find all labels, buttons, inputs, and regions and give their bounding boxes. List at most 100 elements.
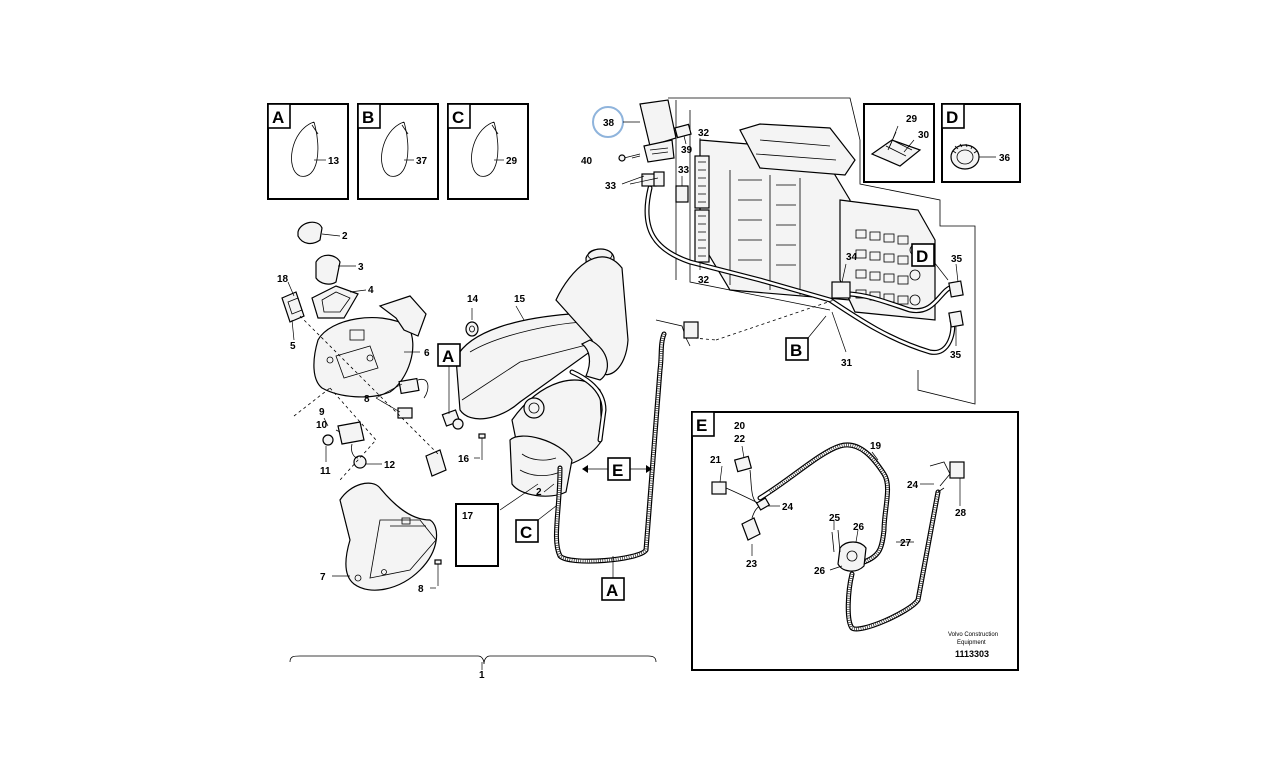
connector-35 [948,310,964,328]
part-number-labels: 38 40 39 32 33 33 32 34 35 35 31 2 3 4 1… [277,118,967,681]
part-number: 16 [458,454,470,465]
part-number: 4 [368,285,374,296]
part-number: 14 [467,294,479,305]
svg-text:A: A [442,347,454,366]
part-number: 18 [277,274,289,285]
part-number: 30 [918,130,930,141]
part-number: 10 [316,420,328,431]
switch-10 [337,421,365,445]
part-number: 26 [814,566,826,577]
part-number: 33 [605,181,617,192]
callout-a-lower: A [601,556,625,601]
callout-c: C [515,505,557,543]
part-number: 35 [951,254,963,265]
part-number: 8 [364,394,370,405]
part-number: 39 [681,145,693,156]
svg-text:E: E [612,461,623,480]
legend-box-c-letter: C [452,108,464,127]
part-number: 2 [342,231,348,242]
part-number: 11 [320,466,331,477]
part-number: 32 [698,128,710,139]
connector-28 [949,461,965,479]
detail-e-letter: E [696,416,707,435]
part-number: 28 [955,508,967,519]
part-number: 36 [999,153,1011,164]
svg-text:C: C [520,523,532,542]
legend-box-b: B 37 [357,103,439,200]
part-number: 13 [328,156,340,167]
part-number: 21 [710,455,722,466]
component-17 [455,503,499,567]
lower-cover-7 [339,482,438,591]
brand-line-1: Volvo Construction [948,632,998,638]
legend-box-d: D 36 [941,103,1021,183]
callout-e: E [582,457,652,481]
part-number: 35 [950,350,962,361]
document-number: 1113303 [955,649,989,659]
assembly-brace-1 [289,655,657,665]
part-number: 40 [581,156,593,167]
part-number: 29 [506,156,518,167]
part-number: 34 [846,252,858,263]
part-number: 3 [358,262,364,273]
callout-d: D [911,243,949,281]
nut-14 [465,321,479,337]
part-number: 33 [678,165,690,176]
svg-text:D: D [916,247,928,266]
connector-39 [674,123,692,139]
screw-16 [478,433,486,460]
control-unit-assembly [618,97,976,405]
knob-2 [297,221,323,245]
legend-box-c: C 29 [447,103,529,200]
part-number: 38 [603,118,615,129]
part-number: 29 [906,114,918,125]
screw-40 [618,153,641,162]
connector-33 [641,171,689,203]
harness-connector-32 [694,155,710,263]
part-number: 27 [900,538,912,549]
legend-box-d-letter: D [946,108,958,127]
part-number: 8 [418,584,424,595]
cable-a [553,319,699,564]
part-number: 7 [320,572,326,583]
leader-lines [287,135,961,670]
brand-line-2: Equipment [957,640,986,646]
legend-box-a: A 13 [267,103,349,200]
part-number: 37 [416,156,428,167]
connector-21 [711,481,727,495]
part-number: 12 [384,460,396,471]
callout-b: B [785,315,827,361]
connector-26 [837,541,867,572]
part-number: 23 [746,559,758,570]
svg-text:B: B [790,341,802,360]
bezel-4 [311,285,359,319]
part-number: 1 [479,670,485,681]
svg-text:A: A [606,581,618,600]
ring-12 [353,455,367,469]
part-number: 19 [870,441,882,452]
part-number: 20 [734,421,746,432]
legend-box-b-letter: B [362,108,374,127]
part-number: 26 [853,522,865,533]
part-number: 6 [424,348,430,359]
legend-box-a-letter: A [272,108,284,127]
part-number: 2 [536,487,542,498]
part-number: 22 [734,434,746,445]
connector-a-end [683,321,699,339]
part-number: 31 [841,358,853,369]
part-number: 15 [514,294,526,305]
part-number: 9 [319,407,325,418]
highlight-part-38[interactable] [592,106,640,138]
connector-35 [948,280,964,298]
left-control-panel [281,221,447,591]
connector-20-22 [733,455,753,473]
detail-e-panel: E Volvo Construction Equipment 1113303 [691,411,1019,671]
knob-11 [322,434,334,446]
module-38 [639,99,677,163]
part-number: 25 [829,513,841,524]
connector-34 [831,281,851,299]
boot-3 [315,254,341,285]
part-number: 5 [290,341,296,352]
callout-a-upper: A [437,343,461,414]
